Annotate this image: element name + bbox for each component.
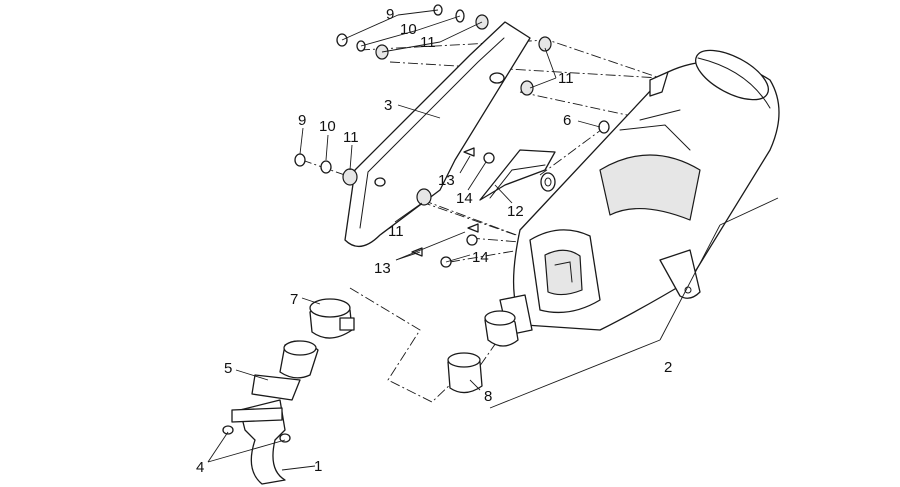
callout-10-left: 10 bbox=[319, 118, 336, 135]
callout-6: 6 bbox=[563, 112, 571, 129]
heat-shield bbox=[344, 21, 531, 247]
callout-14-lower: 14 bbox=[472, 249, 489, 266]
callout-11-low: 11 bbox=[388, 223, 404, 240]
callout-5: 5 bbox=[224, 360, 232, 377]
callout-2: 2 bbox=[664, 359, 672, 376]
callout-13-upper: 13 bbox=[438, 172, 455, 189]
callout-9-left: 9 bbox=[298, 112, 306, 129]
left-fasteners bbox=[294, 153, 432, 206]
callout-3: 3 bbox=[384, 97, 392, 114]
callout-11-left: 11 bbox=[343, 129, 359, 146]
callout-8: 8 bbox=[484, 388, 492, 405]
callout-labels: 1 2 3 4 5 6 7 8 9 10 11 11 9 10 11 11 12… bbox=[196, 6, 672, 476]
callout-7: 7 bbox=[290, 291, 298, 308]
callout-12: 12 bbox=[507, 203, 524, 220]
callout-4: 4 bbox=[196, 459, 204, 476]
callout-9-top: 9 bbox=[386, 6, 394, 23]
silencer bbox=[499, 49, 780, 336]
callout-11-top: 11 bbox=[420, 34, 436, 51]
callout-1: 1 bbox=[314, 458, 322, 475]
clamp bbox=[309, 298, 355, 339]
callout-13-lower: 13 bbox=[374, 260, 391, 277]
callout-14-upper: 14 bbox=[456, 190, 473, 207]
bolts-and-washers bbox=[411, 147, 495, 268]
callout-11-right: 11 bbox=[558, 70, 574, 87]
bracket bbox=[479, 149, 556, 201]
exhaust-pipe bbox=[222, 340, 319, 485]
callout-10-top: 10 bbox=[400, 21, 417, 38]
leader-lines bbox=[207, 9, 779, 471]
pipe-sleeves bbox=[447, 310, 519, 394]
